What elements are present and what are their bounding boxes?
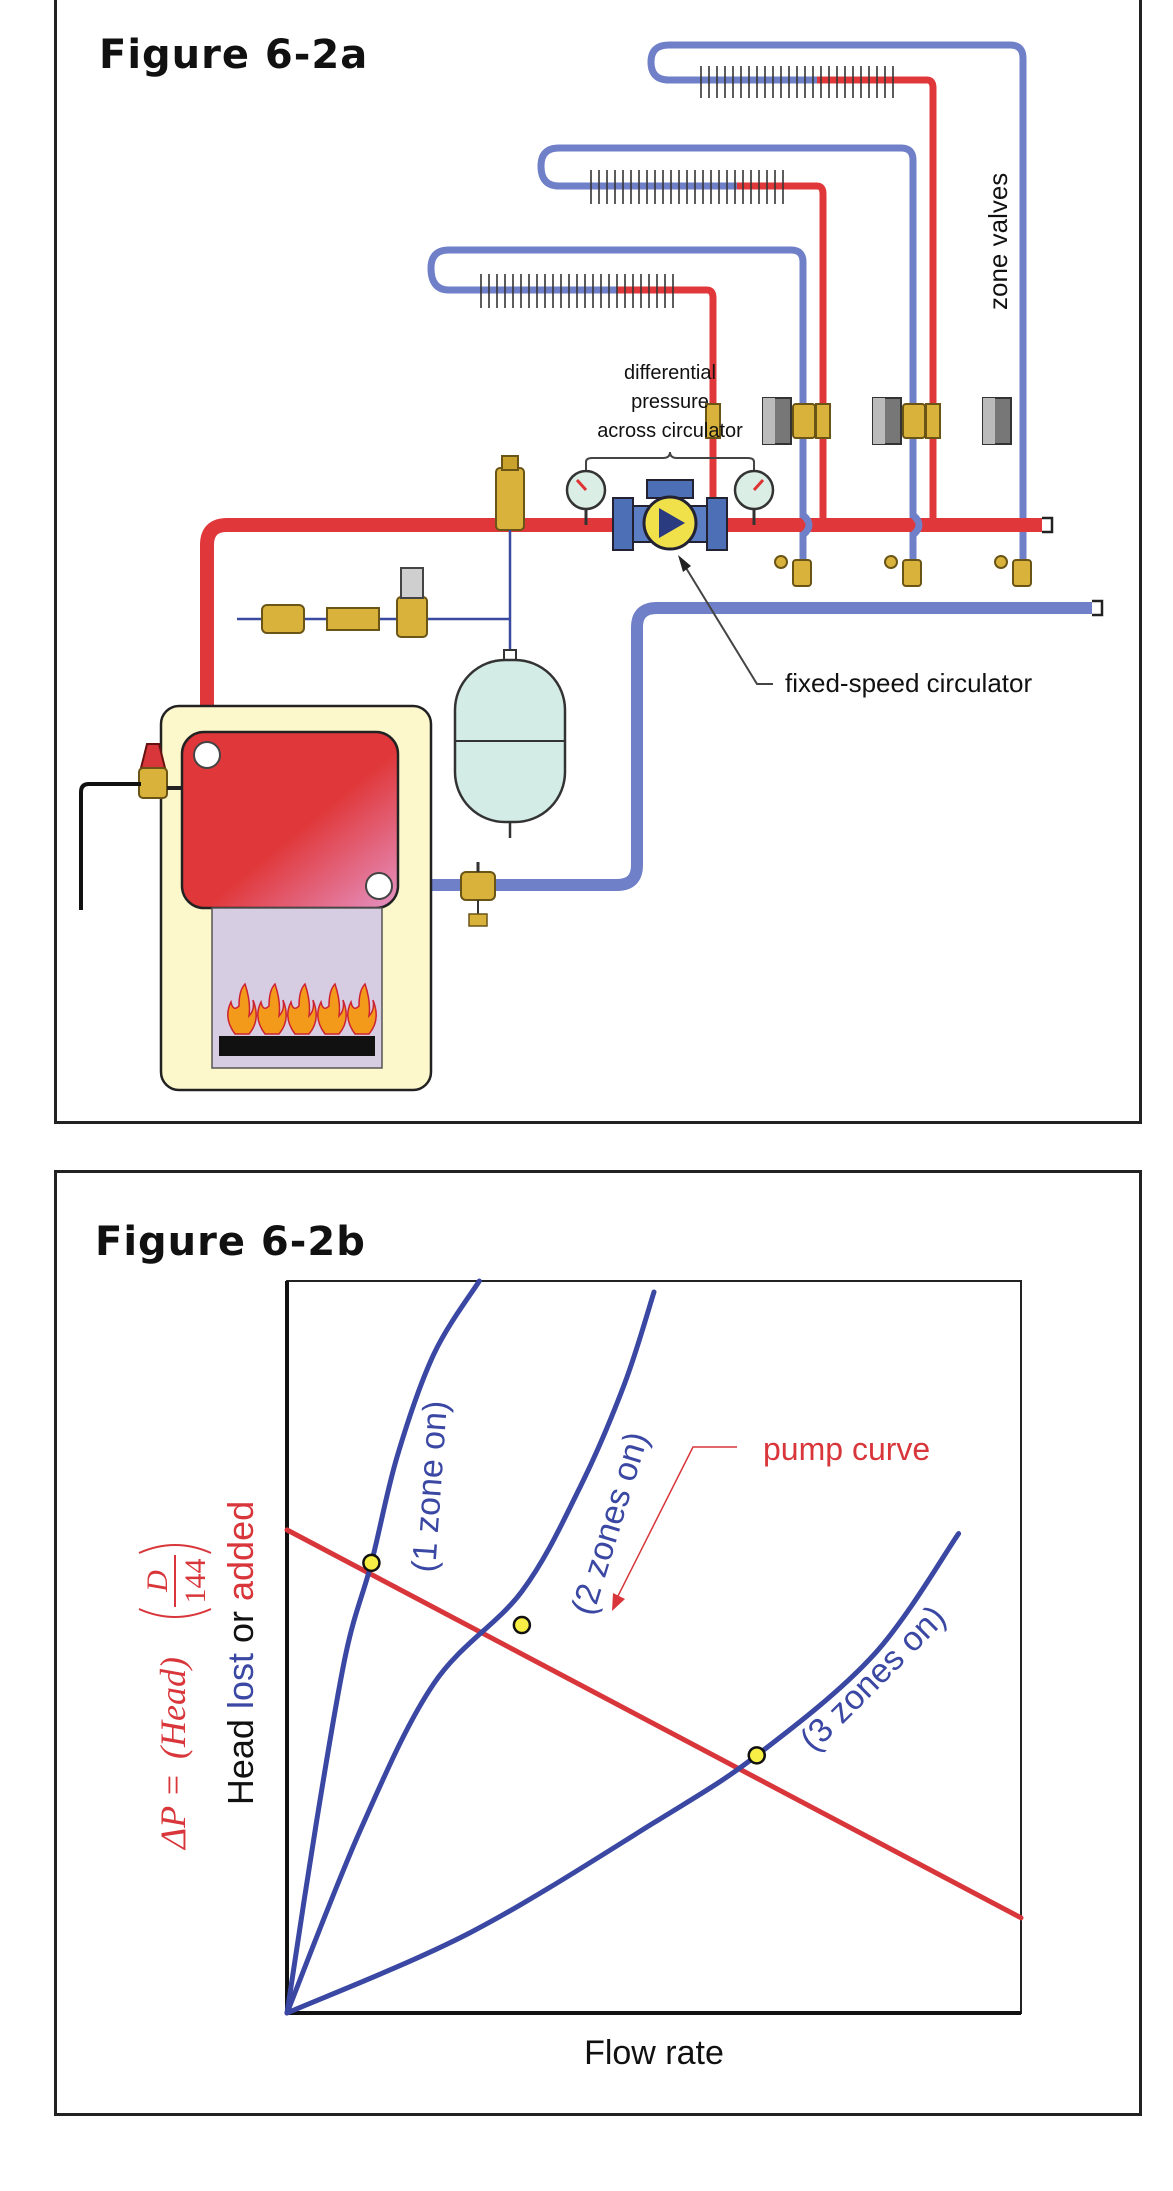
circulator-label: fixed-speed circulator xyxy=(785,668,1032,698)
delta-p-formula: ΔP = (Head) D 144 xyxy=(138,1544,212,1851)
figure-a-title: Figure 6-2a xyxy=(99,32,369,78)
boiler xyxy=(159,704,433,1092)
baseboard-fins-middle xyxy=(590,170,784,204)
baseboard-fins-lower xyxy=(480,274,674,308)
expansion-tank xyxy=(453,625,567,838)
operating-point-0 xyxy=(362,1553,381,1573)
series-line-0 xyxy=(284,1527,1024,1921)
relief-valve xyxy=(79,743,182,910)
figure-6-2b-panel: Figure 6-2b Flow rate Head lost or added… xyxy=(54,1170,1142,2116)
baseboard-loop-top xyxy=(647,41,1027,575)
figure-6-2a-panel: Figure 6-2a xyxy=(54,0,1142,1124)
formula-lhs: ΔP = xyxy=(153,1773,193,1851)
label-1-zone-on: (1 zone on) xyxy=(405,1399,455,1573)
y-label-lost: lost xyxy=(220,1653,261,1709)
chart-series xyxy=(284,1278,1024,2016)
zone-valve-2 xyxy=(815,397,926,445)
purge-valves xyxy=(774,555,1032,587)
pressure-gauge-left xyxy=(565,469,607,525)
y-axis-label: Head lost or added xyxy=(220,1501,261,1805)
operating-point-1 xyxy=(512,1615,532,1635)
label-2-zones-on: (2 zones on) xyxy=(564,1427,656,1619)
formula-head: (Head) xyxy=(153,1657,193,1759)
differential-label-line2: pressure xyxy=(631,391,709,413)
pressure-gauge-right xyxy=(733,469,775,525)
circulator-leader xyxy=(678,555,773,685)
zone-return-risers xyxy=(800,512,923,538)
label-3-zones-on: (3 zones on) xyxy=(793,1598,954,1759)
operating-point-2 xyxy=(747,1746,767,1765)
hydronic-diagram: differential pressure across circulator … xyxy=(79,41,1104,1092)
fixed-speed-circulator xyxy=(612,479,728,551)
zone-valve-1 xyxy=(705,397,816,445)
return-piping xyxy=(373,599,1104,891)
differential-label-line3: across circulator xyxy=(597,420,743,442)
makeup-water-assembly xyxy=(237,567,510,638)
baseboard-loop-middle xyxy=(537,144,917,575)
zone-valves-label: zone valves xyxy=(983,173,1013,310)
differential-brace xyxy=(585,451,755,470)
operating-points xyxy=(362,1553,767,1765)
series-line-1 xyxy=(284,1278,482,2016)
baseboard-fins-top xyxy=(700,66,894,98)
y-label-or: or xyxy=(220,1601,261,1653)
pump-curve-label: pump curve xyxy=(763,1431,930,1467)
pump-curve-leader xyxy=(612,1446,737,1611)
formula-numerator: D xyxy=(141,1570,174,1593)
zone-valve-3 xyxy=(925,397,1012,445)
y-label-added: added xyxy=(220,1501,261,1601)
series-line-2 xyxy=(284,1289,657,2016)
return-isolation-valve xyxy=(460,862,496,927)
x-axis-label: Flow rate xyxy=(584,2034,724,2072)
pump-system-chart: Flow rate Head lost or added ΔP = (Head)… xyxy=(138,1278,1024,2072)
differential-label-line1: differential xyxy=(624,362,716,384)
supply-piping xyxy=(200,516,1054,760)
formula-denominator: 144 xyxy=(179,1559,212,1604)
y-label-head: Head xyxy=(220,1709,261,1805)
air-separator-vent xyxy=(495,455,525,625)
burner-flames xyxy=(227,982,377,1035)
baseboard-loop-lower xyxy=(427,246,807,575)
series-line-3 xyxy=(284,1531,962,2016)
figure-b-title: Figure 6-2b xyxy=(95,1219,366,1265)
